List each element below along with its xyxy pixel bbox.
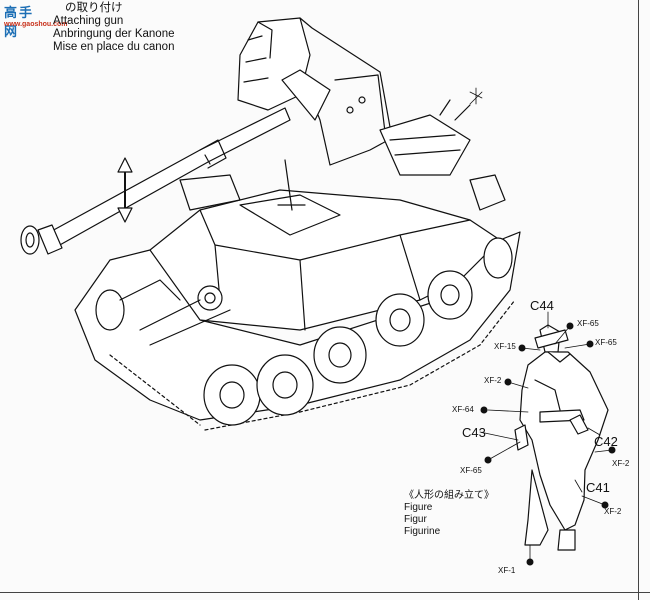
logo-url: www.gaoshou.com (4, 21, 68, 28)
paint-xf2-upper-label: XF-2 (484, 376, 502, 385)
title-german: Anbringung der Kanone (53, 28, 175, 40)
step-header: の取り付け Attaching gun Anbringung der Kanon… (53, 2, 175, 54)
paint-xf65-top-label: XF-65 (577, 319, 599, 328)
callout-leaders (479, 311, 613, 561)
logo-text: 高手网 (4, 5, 35, 39)
paint-xf64-label: XF-64 (452, 405, 474, 414)
road-wheels-drawing (95, 237, 513, 426)
front-detail-drawing (119, 279, 231, 346)
gun-shield-drawing (237, 17, 393, 166)
title-french: Mise en place du canon (53, 41, 175, 53)
soldier-figure-drawing (514, 324, 609, 551)
part-c41-label: C41 (586, 480, 610, 495)
paint-xf65-right-label: XF-65 (595, 338, 617, 347)
elevation-arrow (117, 157, 133, 223)
part-c42-label: C42 (594, 434, 618, 449)
part-c44-label: C44 (530, 298, 554, 313)
part-c43-label: C43 (462, 425, 486, 440)
figure-caption-english: Figure (404, 502, 433, 513)
paint-xf2-bottom-label: XF-2 (604, 507, 622, 516)
figure-caption: 《人形の組み立て》 Figure Figur Figurine (404, 490, 494, 538)
gun-barrel-drawing (20, 107, 291, 255)
paint-xf2-right-label: XF-2 (612, 459, 630, 468)
title-english: Attaching gun (53, 15, 124, 27)
figure-caption-french: Figurine (404, 526, 441, 537)
hull-drawing (149, 99, 506, 331)
figure-caption-german: Figur (404, 514, 427, 525)
paint-xf15-label: XF-15 (494, 342, 516, 351)
detail-star-icon (469, 87, 483, 105)
site-logo: 高手网 www.gaoshou.com (4, 2, 68, 39)
right-border-line (638, 0, 639, 600)
figure-caption-japanese: 《人形の組み立て》 (404, 490, 494, 501)
paint-xf1-label: XF-1 (498, 566, 516, 575)
paint-dots (480, 322, 616, 566)
paint-xf65-lower-label: XF-65 (460, 466, 482, 475)
title-japanese: の取り付け (65, 2, 123, 14)
track-drawing (74, 231, 521, 431)
bottom-border-line (0, 592, 650, 593)
